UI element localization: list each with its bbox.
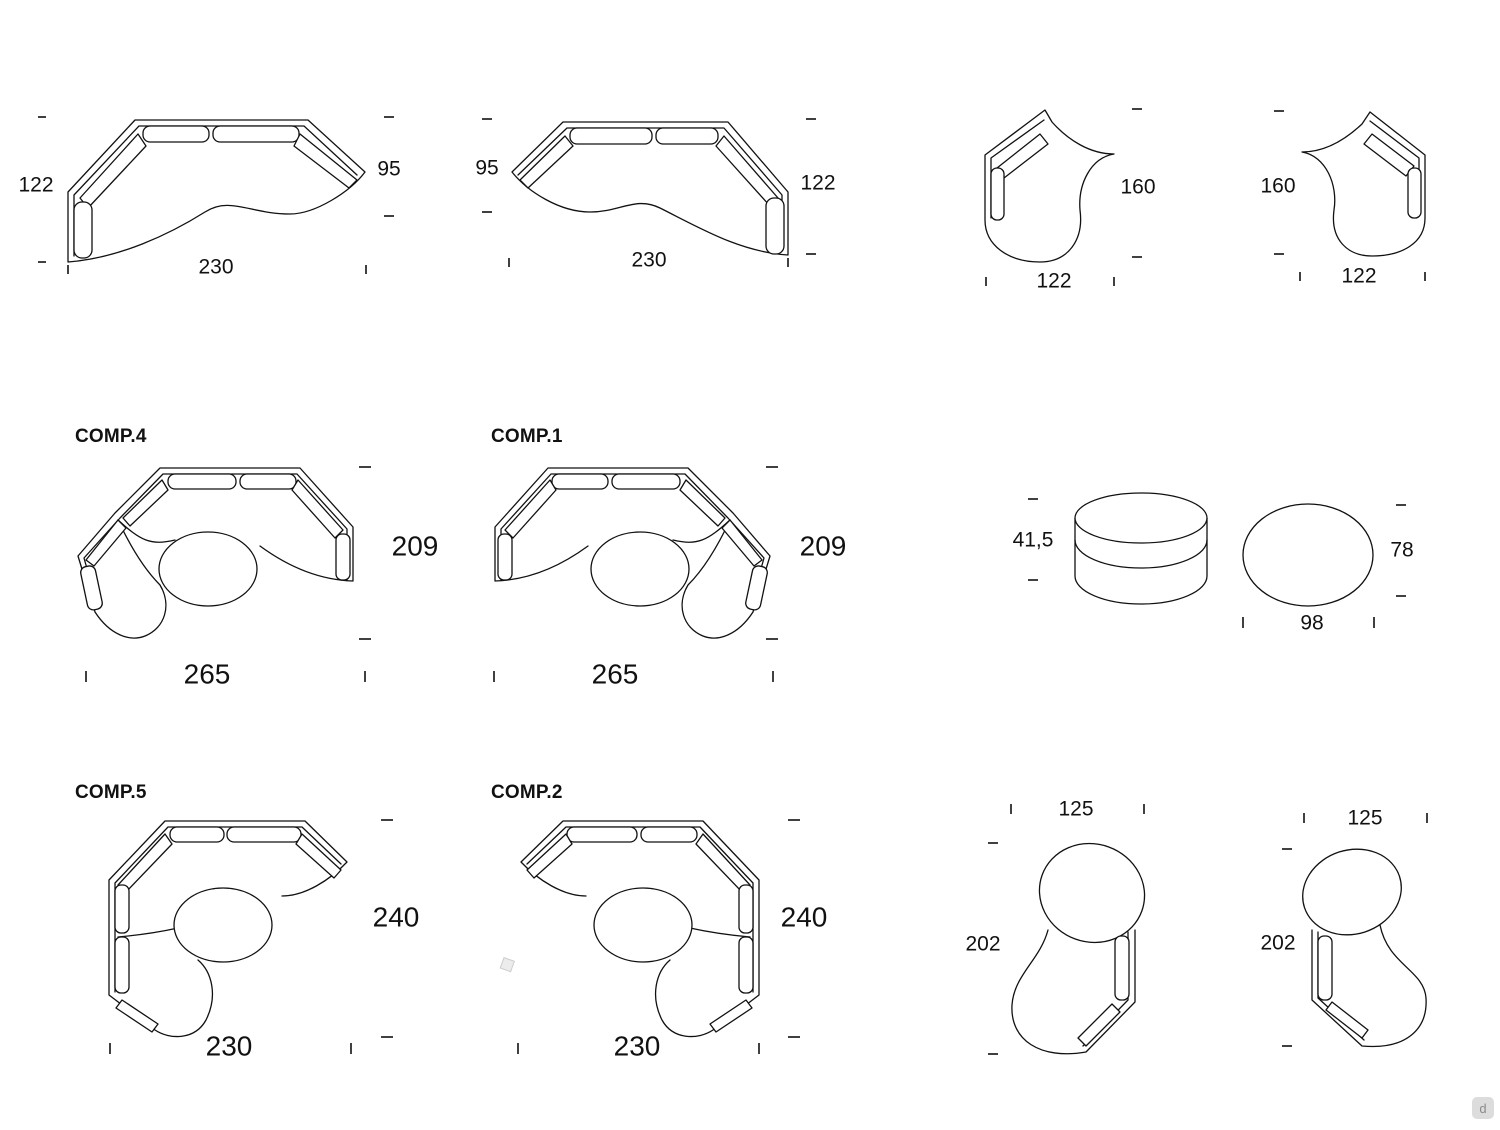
- island-right-diagram: [1282, 813, 1428, 1048]
- island-left-diagram: [988, 804, 1146, 1055]
- dim-comp2-width: 230: [614, 1030, 661, 1061]
- comp5-diagram: [108, 819, 393, 1054]
- dim-sofa-230-left-depth: 122: [18, 174, 53, 197]
- dim-pouf-width: 98: [1300, 612, 1323, 635]
- dim-pouf-height: 41,5: [1013, 529, 1054, 552]
- dim-chaise-right-width: 122: [1036, 270, 1071, 293]
- dim-chaise-right-depth: 160: [1120, 176, 1155, 199]
- dim-comp4-width: 265: [184, 658, 231, 689]
- dim-island-left-depth: 202: [965, 933, 1000, 956]
- dim-island-left-width: 125: [1058, 798, 1093, 821]
- dim-chaise-left-depth: 160: [1260, 175, 1295, 198]
- dim-sofa-230-left-width: 230: [198, 256, 233, 279]
- comp5-label: COMP.5: [75, 782, 147, 803]
- dim-sofa-230-right-depth: 122: [800, 172, 835, 195]
- chaise-left-diagram: [1274, 110, 1426, 281]
- brand-logo-badge[interactable]: d: [1472, 1097, 1494, 1119]
- comp2-label: COMP.2: [491, 782, 563, 803]
- pouf-top-diagram: [1242, 503, 1406, 628]
- dim-sofa-230-left-side: 95: [377, 158, 400, 181]
- sofa-230-right-diagram: [482, 118, 816, 267]
- dim-comp2-depth: 240: [781, 901, 828, 932]
- dim-sofa-230-right-width: 230: [631, 249, 666, 272]
- dim-sofa-230-right-side: 95: [475, 157, 498, 180]
- dim-chaise-left-width: 122: [1341, 265, 1376, 288]
- dim-pouf-depth: 78: [1390, 539, 1413, 562]
- dim-comp5-depth: 240: [373, 901, 420, 932]
- chaise-right-diagram: [984, 108, 1142, 286]
- dim-comp5-width: 230: [206, 1030, 253, 1061]
- dim-comp4-depth: 209: [392, 530, 439, 561]
- pouf-side-diagram: [1028, 492, 1208, 605]
- sofa-230-left-diagram: [38, 116, 394, 274]
- comp2-diagram: [499, 819, 800, 1054]
- comp4-diagram: [77, 466, 371, 682]
- comp4-label: COMP.4: [75, 426, 147, 447]
- dim-comp1-depth: 209: [800, 530, 847, 561]
- dim-comp1-width: 265: [592, 658, 639, 689]
- comp1-diagram: [493, 466, 778, 682]
- dim-island-right-width: 125: [1347, 807, 1382, 830]
- dim-island-right-depth: 202: [1260, 932, 1295, 955]
- comp1-label: COMP.1: [491, 426, 563, 447]
